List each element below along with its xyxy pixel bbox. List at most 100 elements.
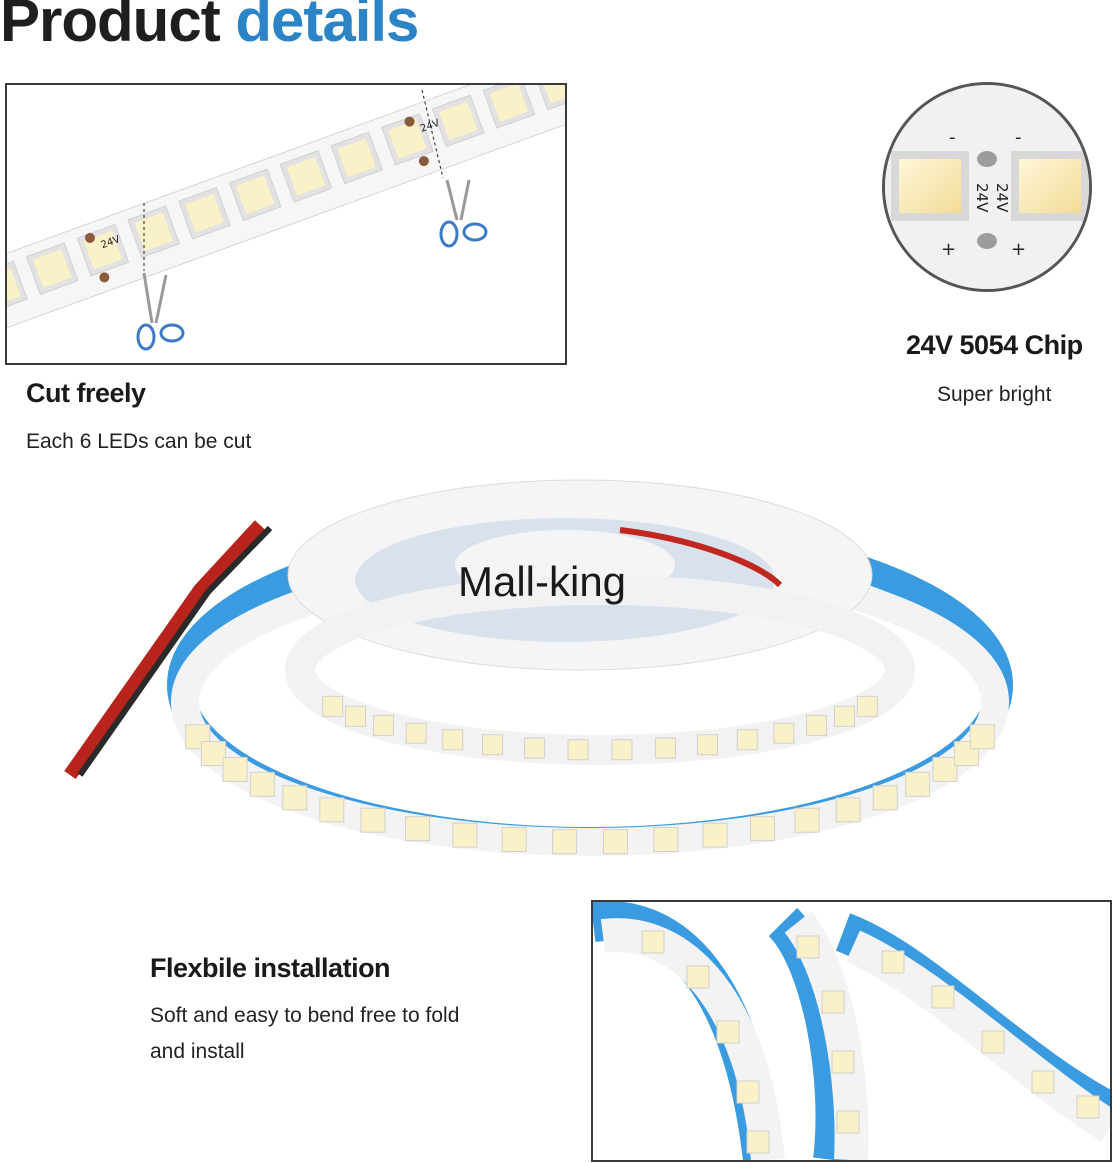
- led-chip: [931, 985, 955, 1009]
- flex-install-title: Flexbile installation: [150, 953, 391, 983]
- led-chip: [702, 822, 728, 848]
- led-chip: [1076, 1095, 1100, 1119]
- flex-install-line1: Soft and easy to bend free to fold: [150, 1004, 460, 1027]
- led-row: [7, 85, 565, 314]
- led-chip: [716, 1020, 740, 1044]
- led-emitter: [236, 175, 275, 215]
- led-chip: [319, 797, 345, 823]
- led-chip: [872, 785, 898, 811]
- led-emitter: [7, 267, 21, 307]
- led-chip: [405, 722, 427, 744]
- polarity-minus: -: [1015, 127, 1022, 148]
- led-chip: [796, 935, 820, 959]
- led-chip: [686, 965, 710, 989]
- led-chip: [501, 827, 527, 853]
- led-strip-closeup-illustration: 24V 24V: [7, 85, 565, 351]
- led-emitter: [438, 101, 478, 141]
- flex-install-photo: [591, 900, 1112, 1162]
- led-chip: [7, 260, 28, 314]
- led-chip: [322, 695, 344, 717]
- led-chip: [932, 756, 958, 782]
- led-chip: [442, 729, 464, 751]
- power-wire-black: [77, 525, 273, 777]
- led-reel-photo: [60, 470, 1020, 870]
- page-title: Product details: [0, 0, 419, 55]
- led-reel-illustration: [64, 479, 1013, 856]
- led-chip: [856, 695, 878, 717]
- inner-wire: [619, 527, 783, 588]
- title-word-product: Product: [0, 0, 221, 54]
- led-chip: [524, 737, 546, 759]
- led-emitter: [337, 138, 376, 178]
- chip-voltage-label: 24V: [993, 183, 1011, 213]
- chip-subtitle: Super bright: [937, 383, 1052, 406]
- led-emitter: [540, 85, 565, 104]
- flex-install-line2: and install: [150, 1040, 245, 1063]
- led-chip: [749, 816, 775, 842]
- led-chip: [452, 822, 478, 848]
- cut-freely-subtitle: Each 6 LEDs can be cut: [26, 430, 252, 453]
- led-chip: [794, 807, 820, 833]
- led-chip: [736, 729, 758, 751]
- led-chip: [736, 1080, 760, 1104]
- strip-pcb: [7, 85, 565, 336]
- led-emitter: [388, 120, 427, 159]
- led-chip: [552, 829, 578, 855]
- chip-closeup-illustration: 24V 24V + + - -: [885, 85, 1089, 289]
- led-chip: [249, 771, 275, 797]
- led-chip: [200, 741, 226, 767]
- led-chip: [746, 1130, 770, 1154]
- led-chip: [654, 737, 676, 759]
- cut-freely-photo: 24V 24V: [5, 83, 567, 365]
- led-chip: [282, 785, 308, 811]
- led-chip: [1031, 1070, 1055, 1094]
- led-chip: [981, 1030, 1005, 1054]
- led-chip: [481, 734, 503, 756]
- scissors-icon: [421, 89, 488, 248]
- power-wire: [64, 520, 266, 780]
- polarity-plus: +: [1011, 239, 1026, 260]
- led-chip: [836, 1110, 860, 1134]
- led-chip: [835, 797, 861, 823]
- led-chip: [697, 734, 719, 756]
- led-chip-left-emitter: [899, 159, 961, 213]
- led-chip: [344, 705, 366, 727]
- chip-voltage-label: 24V: [973, 183, 991, 213]
- title-word-details: details: [235, 0, 419, 54]
- led-chip: [806, 714, 828, 736]
- led-chip: [653, 827, 679, 853]
- led-chip: [567, 739, 589, 761]
- led-chip: [405, 816, 431, 842]
- led-chip: [773, 722, 795, 744]
- reel-led-chips: [185, 695, 995, 855]
- led-emitter: [185, 194, 224, 233]
- led-emitter: [489, 85, 529, 122]
- led-emitter: [286, 157, 326, 196]
- led-chip: [602, 829, 628, 855]
- solder-pad-top: [977, 151, 997, 167]
- led-chip: [222, 756, 248, 782]
- led-chip: [611, 739, 633, 761]
- led-chip: [969, 724, 995, 750]
- polarity-plus: +: [941, 239, 956, 260]
- led-chip: [533, 85, 565, 111]
- led-chip: [821, 990, 845, 1014]
- cut-freely-title: Cut freely: [26, 378, 146, 408]
- led-chip: [372, 714, 394, 736]
- led-chip: [905, 771, 931, 797]
- led-chip: [834, 705, 856, 727]
- bent-strip-illustration: [593, 902, 1110, 1160]
- chip-closeup-circle: 24V 24V + + - -: [882, 82, 1092, 292]
- led-chip: [831, 1050, 855, 1074]
- solder-pad-bottom: [977, 233, 997, 249]
- chip-title: 24V 5054 Chip: [906, 330, 1083, 360]
- led-chip: [881, 950, 905, 974]
- watermark-text: Mall-king: [458, 558, 627, 605]
- led-chip: [360, 807, 386, 833]
- strip-pcb-middle: [285, 575, 915, 765]
- scissors-icon: [136, 203, 185, 351]
- led-chip: [641, 930, 665, 954]
- led-chip-right-emitter: [1019, 159, 1081, 213]
- bent-led-chips: [641, 930, 1100, 1154]
- led-emitter: [33, 249, 72, 288]
